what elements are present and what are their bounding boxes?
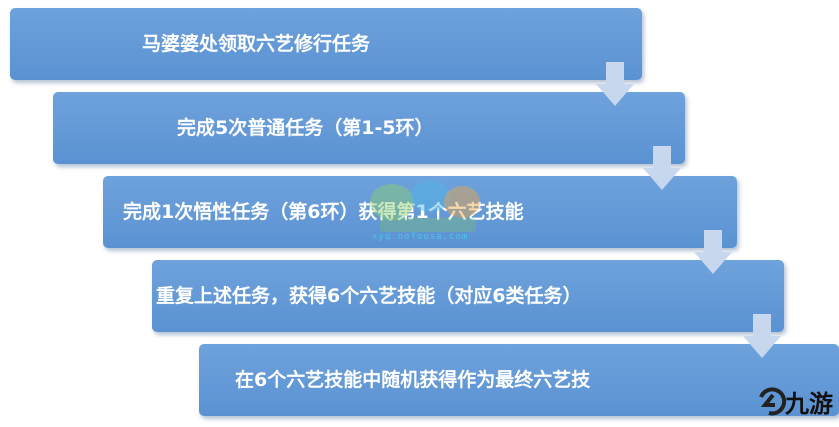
- step-label-5: 在6个六艺技能中随机获得作为最终六艺技: [235, 369, 591, 391]
- down-arrow-icon: [694, 230, 732, 274]
- step-label-3: 完成1次悟性任务（第6环）获得第1个六艺技能: [123, 201, 524, 223]
- step-label-1: 马婆婆处领取六艺修行任务: [142, 33, 371, 55]
- step-box-3: 完成1次悟性任务（第6环）获得第1个六艺技能: [103, 176, 737, 248]
- step-box-4: 重复上述任务，获得6个六艺技能（对应6类任务）: [152, 260, 784, 332]
- step-box-1: 马婆婆处领取六艺修行任务: [10, 8, 642, 80]
- step-label-4: 重复上述任务，获得6个六艺技能（对应6类任务）: [156, 285, 582, 307]
- down-arrow-icon: [743, 314, 781, 358]
- watermark-url: xyq.nofoosa.com: [372, 232, 469, 242]
- down-arrow-icon: [596, 62, 634, 106]
- step-box-2: 完成5次普通任务（第1-5环）: [53, 92, 685, 164]
- brand-logo: [755, 375, 839, 423]
- step-label-2: 完成5次普通任务（第1-5环）: [177, 117, 434, 139]
- site-watermark-logo: [352, 172, 492, 242]
- brand-name: 九游: [785, 390, 833, 418]
- step-box-5: 在6个六艺技能中随机获得作为最终六艺技: [199, 344, 839, 416]
- down-arrow-icon: [643, 146, 681, 190]
